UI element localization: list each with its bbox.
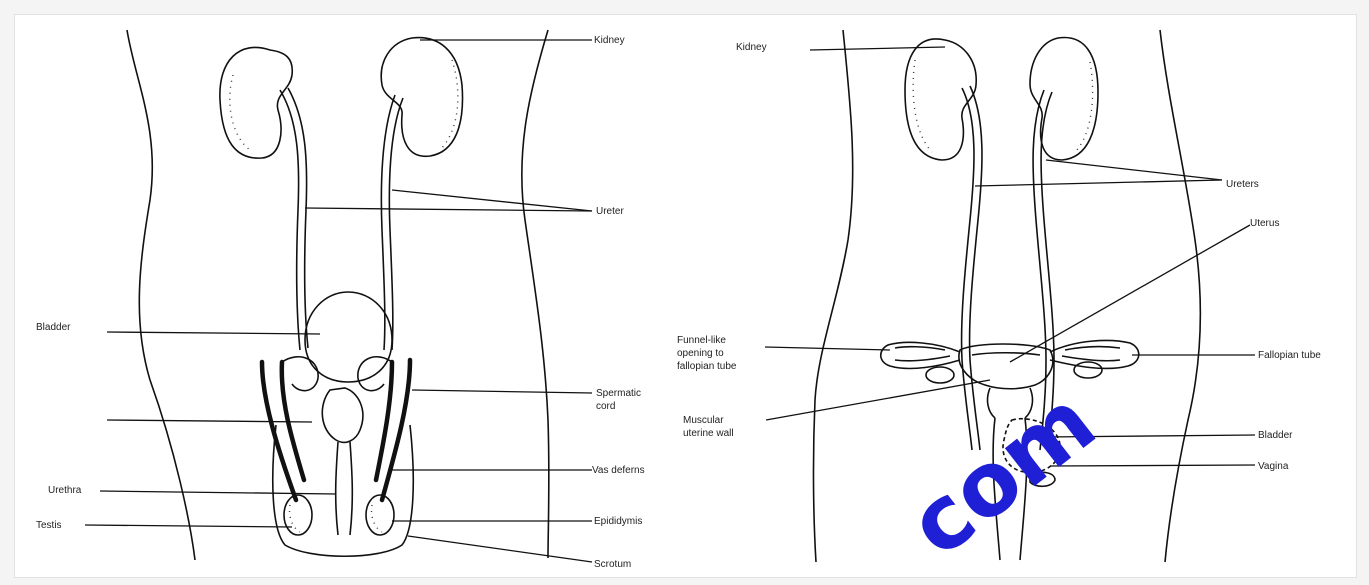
male-bladder [305, 292, 392, 382]
male-label-bladder: Bladder [36, 322, 71, 333]
male-kidney-left [220, 47, 292, 158]
male-prostate [322, 388, 363, 442]
female-label-vagina: Vagina [1258, 461, 1289, 472]
female-ureter-left-2 [970, 86, 982, 450]
female-label-uterus: Uterus [1250, 218, 1279, 229]
female-body-outline-left [813, 30, 852, 562]
female-fallopian-right-2 [1062, 347, 1120, 361]
male-label-spermatic-2: cord [596, 401, 615, 412]
female-fallopian-right [1050, 340, 1139, 368]
female-body-outline-right [1160, 30, 1200, 562]
male-label-vas-deferens: Vas deferns [592, 465, 645, 476]
female-ovary-left [926, 367, 954, 383]
female-ureter-left [962, 88, 974, 450]
watermark-text: com [890, 370, 1114, 577]
male-duct-loop-left [282, 357, 318, 391]
female-kidney-left-dots [913, 60, 932, 152]
female-funnel-leader [765, 347, 890, 350]
male-urethra-leader [100, 491, 336, 494]
female-kidney-leader [810, 47, 945, 50]
male-ureter-leader-b [392, 190, 592, 211]
male-label-testis: Testis [36, 520, 62, 531]
male-ureter-leader-a [305, 208, 592, 211]
male-spermatic-leader [412, 390, 592, 393]
male-label-ureter: Ureter [596, 206, 624, 217]
male-unlabeled-leader [107, 420, 312, 422]
male-diagram: Kidney Ureter Bladder Spermatic cord Vas… [36, 30, 645, 570]
female-uterus-inner [972, 353, 1040, 355]
male-ureter-right-2 [389, 98, 403, 350]
male-label-spermatic-1: Spermatic [596, 388, 641, 399]
female-label-funnel-3: fallopian tube [677, 361, 737, 372]
male-body-outline-right [522, 30, 549, 558]
female-label-muscular-1: Muscular [683, 415, 724, 426]
female-label-bladder: Bladder [1258, 430, 1293, 441]
male-label-scrotum: Scrotum [594, 559, 631, 570]
male-ureter-left [280, 90, 300, 350]
male-label-urethra: Urethra [48, 485, 82, 496]
female-muscular-leader [766, 380, 990, 420]
male-testis-left-dots [289, 505, 300, 532]
female-label-kidney: Kidney [736, 42, 767, 53]
male-vas-deferens-right-in [376, 362, 392, 480]
male-kidney-left-dots [230, 75, 250, 150]
female-ovary-right [1074, 362, 1102, 378]
male-scrotum-leader [408, 536, 592, 562]
male-body-outline-left [127, 30, 195, 560]
male-urethra [336, 442, 353, 535]
female-ureters-leader-b [1046, 160, 1222, 180]
male-bladder-leader [107, 332, 320, 334]
female-label-fallopian: Fallopian tube [1258, 350, 1321, 361]
female-label-muscular-2: uterine wall [683, 428, 734, 439]
female-label-funnel-1: Funnel-like [677, 335, 726, 346]
female-fallopian-left-2 [895, 347, 950, 361]
male-label-epididymis: Epididymis [594, 516, 642, 527]
male-testis-right-dots [371, 505, 382, 532]
male-testis-leader [85, 525, 292, 527]
female-kidney-left [905, 39, 976, 160]
male-label-kidney: Kidney [594, 35, 625, 46]
female-label-funnel-2: opening to [677, 348, 724, 359]
female-label-ureters: Ureters [1226, 179, 1259, 190]
